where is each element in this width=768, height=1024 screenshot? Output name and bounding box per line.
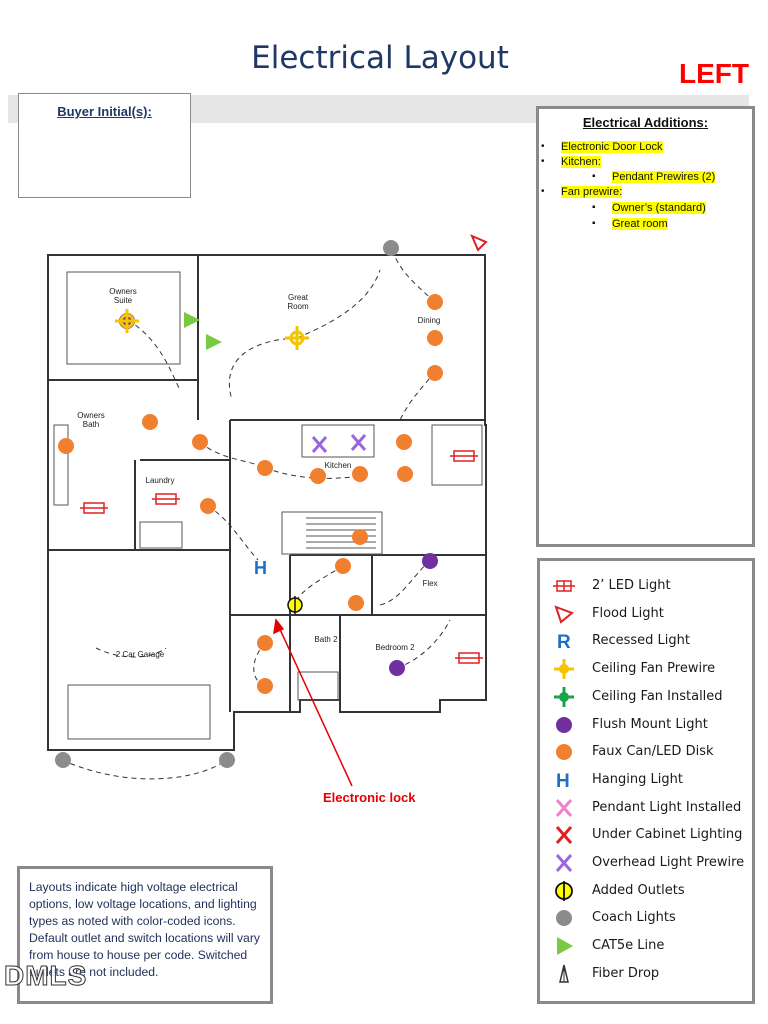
room-dining: Dining: [418, 316, 441, 325]
room-bedroom2: Bedroom 2: [375, 643, 415, 652]
legend-item: Coach Lights: [552, 906, 752, 930]
legend-label: Ceiling Fan Installed: [592, 688, 723, 704]
legend-item: CAT5e Line: [552, 934, 752, 958]
legend-label: Hanging Light: [592, 771, 683, 787]
cat5e-icons: [184, 312, 222, 350]
svg-text:R: R: [557, 632, 571, 653]
ceiling-fan-prewire-icon: [552, 657, 576, 681]
legend-item: Added Outlets: [552, 879, 752, 903]
recessed-light-icon: R: [552, 629, 576, 653]
hanging-light-icon: H: [254, 558, 267, 578]
legend-label: Flush Mount Light: [592, 716, 708, 732]
coach-lights: [55, 240, 399, 768]
buyer-initials-box[interactable]: Buyer Initial(s):: [18, 93, 191, 198]
side-indicator: LEFT: [679, 58, 749, 89]
addition-item: Kitchen:: [561, 156, 601, 168]
legend-item: 2’ LED Light: [552, 574, 752, 598]
bullet-marker: ▪: [592, 171, 596, 182]
svg-text:H: H: [254, 558, 267, 578]
ceiling-fan-installed-icon: [552, 685, 576, 709]
added-outlet-icon: [287, 596, 303, 614]
pendant-installed-icon: [552, 796, 576, 820]
room-garage: 2 Car Garage: [116, 650, 165, 659]
bullet-marker: ▪: [592, 218, 596, 229]
addition-item: Pendant Prewires (2): [612, 171, 716, 183]
addition-item: Fan prewire:: [561, 186, 623, 198]
legend-item: Flood Light: [552, 602, 752, 626]
addition-item: Great room: [612, 218, 668, 230]
legend-label: Ceiling Fan Prewire: [592, 661, 716, 677]
room-flex: Flex: [422, 579, 437, 588]
bullet-marker: ▪: [592, 202, 596, 213]
addition-item: Electronic Door Lock: [561, 141, 663, 153]
interior-details: [53, 271, 483, 740]
switch-runs: [61, 249, 451, 780]
legend-label: Added Outlets: [592, 882, 685, 898]
flood-light-icon: [470, 234, 488, 252]
cat5e-icon: [552, 934, 576, 958]
led-2ft-icon: [552, 574, 576, 598]
legend-item: Faux Can/LED Disk: [552, 740, 752, 764]
hanging-light-icon: H: [552, 768, 576, 792]
additions-title: Electrical Additions:: [582, 115, 709, 130]
legend-label: Faux Can/LED Disk: [592, 744, 714, 760]
electronic-lock-callout: [273, 618, 353, 787]
legend-item: Ceiling Fan Installed: [552, 685, 752, 709]
under-cabinet-icon: [552, 823, 576, 847]
legend-label: Pendant Light Installed: [592, 799, 742, 815]
bullet-marker: •: [541, 141, 545, 152]
buyer-initials-label: Buyer Initial(s):: [57, 104, 152, 119]
legend-label: Fiber Drop: [592, 965, 660, 981]
svg-text:H: H: [556, 771, 570, 792]
faux-can-icon: [552, 740, 576, 764]
addition-item: Owner’s (standard): [612, 202, 706, 214]
bullet-marker: •: [541, 186, 545, 197]
legend-item: Pendant Light Installed: [552, 796, 752, 820]
legend-label: CAT5e Line: [592, 938, 665, 954]
legend-label: Flood Light: [592, 605, 664, 621]
legend-item: R Recessed Light: [552, 629, 752, 653]
overhead-prewire-icon: [552, 851, 576, 875]
flood-light-icon: [552, 602, 576, 626]
legend-label: 2’ LED Light: [592, 578, 671, 593]
electronic-lock-label: Electronic lock: [323, 790, 416, 805]
overhead-prewire-marks: [311, 434, 367, 453]
legend-item: Fiber Drop: [552, 962, 752, 986]
legend-label: Coach Lights: [592, 910, 676, 926]
flush-mount-icon: [552, 713, 576, 737]
watermark: DMLS: [3, 960, 88, 992]
legend-label: Overhead Light Prewire: [592, 855, 745, 870]
legend-item: Under Cabinet Lighting: [552, 823, 752, 847]
layout-note: Layouts indicate high voltage electrical…: [17, 866, 273, 1004]
room-laundry: Laundry: [146, 476, 175, 485]
coach-light-icon: [552, 906, 576, 930]
bullet-marker: •: [541, 156, 545, 167]
fiber-drop-icon: [552, 962, 576, 986]
added-outlet-icon: [552, 879, 576, 903]
legend-item: H Hanging Light: [552, 768, 752, 792]
faux-can-lights: [58, 294, 443, 694]
legend-label: Under Cabinet Lighting: [592, 827, 743, 843]
electrical-additions-panel: Electrical Additions: • Electronic Door L…: [536, 106, 755, 547]
page-title: Electrical Layout: [251, 40, 509, 76]
led-2ft-lights: [80, 450, 483, 664]
room-bath2: Bath 2: [314, 635, 338, 644]
walls: [47, 254, 487, 751]
legend-item: Ceiling Fan Prewire: [552, 657, 752, 681]
legend-item: Flush Mount Light: [552, 713, 752, 737]
legend-label: Recessed Light: [592, 633, 690, 649]
ceiling-fan-prewires: [115, 309, 309, 350]
room-kitchen: Kitchen: [325, 461, 352, 470]
legend-item: Overhead Light Prewire: [552, 851, 752, 875]
